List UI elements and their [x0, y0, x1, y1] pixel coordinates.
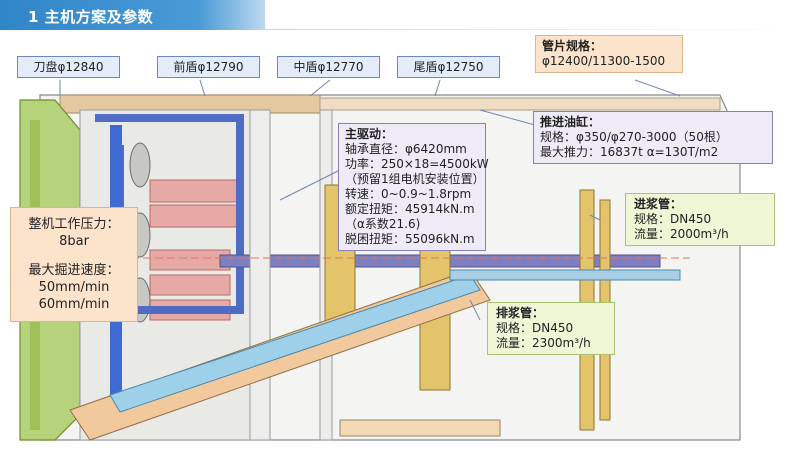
- discharge-pipe-box: 排浆管： 规格：DN450 流量：2300m³/h: [487, 302, 615, 355]
- thrust-force: 最大推力：16837t α=130T/m2: [540, 145, 719, 159]
- feed-pipe-flow: 流量：2000m³/h: [634, 227, 729, 241]
- main-drive-line: 额定扭矩：45914kN.m: [345, 202, 475, 216]
- thrust-title: 推进油缸：: [540, 115, 601, 129]
- main-drive-line: 功率：250×18=4500kW: [345, 157, 489, 171]
- main-drive-line: 轴承直径：φ6420mm: [345, 142, 467, 156]
- discharge-pipe-flow: 流量：2300m³/h: [496, 336, 591, 350]
- feed-pipe-title: 进浆管：: [634, 197, 683, 211]
- thrust-spec: 规格：φ350/φ270-3000（50根）: [540, 130, 728, 144]
- main-drive-line: （α系数21.6): [345, 217, 421, 231]
- tail-top-beam: [319, 97, 721, 111]
- machine-param-line: 最大掘进速度：: [28, 263, 120, 278]
- header-rule: [265, 29, 800, 30]
- front-shield-label: 前盾φ12790: [157, 56, 260, 78]
- middle-shield-label: 中盾φ12770: [277, 56, 380, 78]
- leader-lines: [59, 79, 681, 321]
- tail-shield-label: 尾盾φ12750: [397, 56, 500, 78]
- main-drive-line: 转速：0~0.9~1.8rpm: [345, 187, 472, 201]
- machine-param-line: 60mm/min: [38, 297, 110, 312]
- main-drive-box: 主驱动： 轴承直径：φ6420mm 功率：250×18=4500kW （预留1组…: [338, 123, 489, 251]
- conveyor-base: [339, 419, 501, 437]
- discharge-pipe-horizontal: [449, 269, 681, 281]
- discharge-pipe-title: 排浆管：: [496, 306, 545, 320]
- tail-shield-label-text: 尾盾φ12750: [413, 60, 484, 74]
- machine-param-spacer: [19, 250, 129, 262]
- machine-params-box: 整机工作压力： 8bar 最大掘进速度： 50mm/min 60mm/min: [10, 207, 138, 322]
- feed-pipe-spec: 规格：DN450: [634, 212, 712, 226]
- discharge-pipe-spec: 规格：DN450: [496, 321, 574, 335]
- thrust-cylinder-box: 推进油缸： 规格：φ350/φ270-3000（50根） 最大推力：16837t…: [533, 111, 773, 164]
- segment-spec-box: 管片规格： φ12400/11300-1500: [535, 35, 683, 73]
- cutterhead-label: 刀盘φ12840: [17, 56, 120, 78]
- machine-param-line: 整机工作压力：: [28, 217, 120, 232]
- segment-spec-value: φ12400/11300-1500: [542, 54, 666, 68]
- front-ring: [249, 109, 271, 441]
- section-title: 1 主机方案及参数: [28, 8, 154, 26]
- middle-shield-label-text: 中盾φ12770: [293, 60, 364, 74]
- main-drive-line: （预留1组电机安装位置）: [345, 172, 485, 186]
- main-drive-line: 脱困扭矩：55096kN.m: [345, 232, 475, 246]
- machine-param-line: 8bar: [59, 234, 89, 249]
- machine-param-line: 50mm/min: [38, 280, 110, 295]
- drive-motors: [149, 179, 241, 321]
- segment-spec-title: 管片规格：: [542, 39, 603, 53]
- front-shield-label-text: 前盾φ12790: [173, 60, 244, 74]
- feed-pipe-box: 进浆管： 规格：DN450 流量：2000m³/h: [625, 193, 775, 246]
- discharge-pipe-diagonal: [109, 274, 481, 413]
- cutterhead-label-text: 刀盘φ12840: [33, 60, 104, 74]
- main-drive-title: 主驱动：: [345, 127, 394, 141]
- section-title-bar: 1 主机方案及参数: [0, 0, 265, 30]
